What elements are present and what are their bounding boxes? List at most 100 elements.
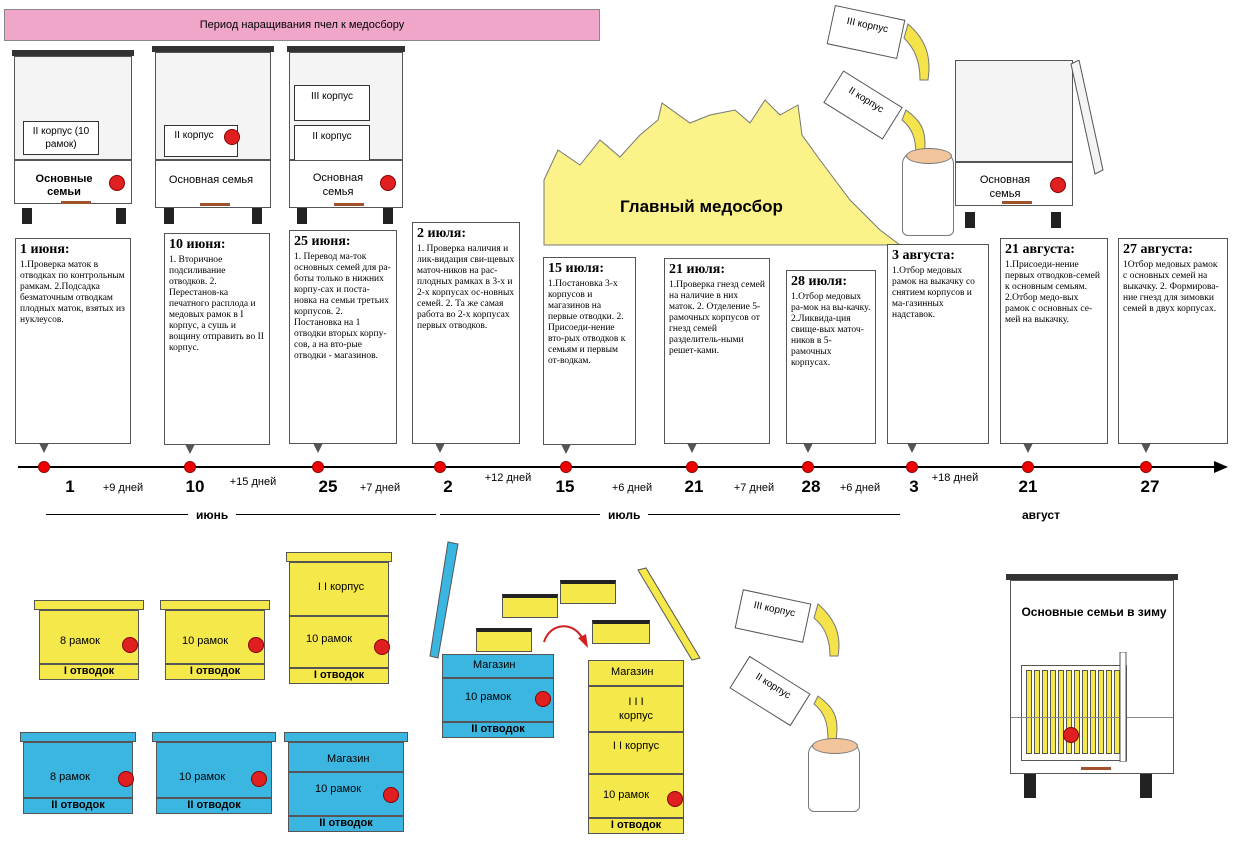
winter-hive: Основные семьи в зиму	[1006, 574, 1178, 800]
card-text: 1.Постановка 3-х корпусов и магазинов на…	[548, 279, 626, 366]
card-text: 1.Присоеди-нение первых отводков-семей к…	[1005, 260, 1100, 325]
card-text: 1.Проверка маток в отводках по контрольн…	[20, 260, 125, 325]
winter-label: Основные семьи в зиму	[1021, 605, 1167, 619]
timeline-day: 15	[555, 477, 575, 496]
frames-label: 10 рамок	[465, 691, 512, 703]
super-1	[502, 594, 558, 618]
month-june: июнь	[188, 508, 237, 522]
timeline-axis	[18, 466, 1218, 468]
hive-4: Основная семья	[955, 60, 1115, 232]
card-date: 21 июля:	[669, 262, 726, 277]
frames-label: 8 рамок	[60, 635, 100, 647]
corps-label: I I корпус	[612, 740, 660, 752]
main-flow-label: Главный медосбор	[620, 197, 783, 216]
timeline-dot	[184, 461, 196, 473]
card-date: 3 августа:	[892, 248, 955, 263]
queen-icon	[224, 129, 240, 145]
card-date: 28 июля:	[791, 274, 848, 289]
timeline-day: 27	[1140, 477, 1160, 496]
timeline-dot	[686, 461, 698, 473]
timeline-dot	[560, 461, 572, 473]
timeline-day: 21	[684, 477, 704, 496]
hive-1-label: Основные семьи	[35, 173, 93, 198]
note-card: 25 июня: 1. Перевод ма-ток основных семей…	[289, 230, 397, 444]
note-card: 3 августа: 1.Отбор медовых рамок на выкач…	[887, 244, 989, 444]
note-card: 27 августа:1Отбор медовых рамок с основн…	[1118, 238, 1228, 444]
timeline-gap: +7 дней	[733, 482, 775, 494]
frames-label: 10 рамок	[603, 789, 650, 801]
open-lid-yellow-icon	[637, 567, 701, 661]
card-date: 21 августа:	[1005, 242, 1075, 257]
month-july: июль	[600, 508, 649, 522]
note-card: 1 июня: 1.Проверка маток в отводках по ко…	[15, 238, 131, 444]
open-lid-icon	[1070, 60, 1104, 175]
card-text: 1Отбор медовых рамок с основных семей на…	[1123, 260, 1219, 314]
yellow-hive-2: 10 рамок I отводок	[160, 600, 270, 680]
card-date: 2 июля:	[417, 226, 467, 241]
diagram-title: Период наращивания пчел к медосбору	[4, 9, 600, 41]
base-label: I отводок	[289, 668, 389, 684]
yellow-hive-3: I I корпус 10 рамок I отводок	[286, 552, 392, 684]
timeline-day: 2	[443, 477, 453, 496]
hive-4-label: Основная семья	[979, 174, 1031, 200]
corps-label: I I I корпус	[618, 696, 653, 722]
hive-3-label: Основная семья	[312, 172, 364, 198]
corps-label: I I корпус	[317, 581, 365, 593]
hive-2-label: Основная семья	[168, 174, 254, 186]
timeline-dot	[1022, 461, 1034, 473]
frames-label: 10 рамок	[306, 633, 353, 645]
honey-jar-top	[902, 152, 954, 236]
tall-stack-hive: Магазин I I I корпус I I корпус 10 рамок…	[588, 660, 686, 834]
timeline-dot	[1140, 461, 1152, 473]
honey-flow-shape	[543, 99, 902, 246]
base-label: II отводок	[156, 798, 272, 814]
note-card: 28 июля: 1.Отбор медовых ра-мок на вы-кач…	[786, 270, 876, 444]
card-date: 25 июня:	[294, 234, 351, 249]
card-text: 1.Отбор медовых рамок на выкачку со снят…	[892, 266, 975, 320]
timeline-gap: +18 дней	[931, 472, 979, 484]
base-label: II отводок	[442, 722, 554, 738]
magazine-label: Магазин	[473, 659, 516, 671]
timeline-dot	[312, 461, 324, 473]
blue-magazine-hive: Магазин 10 рамок II отводок	[442, 654, 556, 738]
timeline-day: 1	[65, 477, 75, 496]
queen-icon	[109, 175, 125, 191]
base-label: II отводок	[288, 816, 404, 832]
base-label: I отводок	[39, 664, 139, 680]
note-card: 2 июля:1. Проверка наличия и лик-видация…	[412, 222, 520, 444]
magazine-label: Магазин	[611, 666, 654, 678]
timeline-gap: +12 дней	[484, 472, 532, 484]
timeline-arrow-icon	[1214, 461, 1228, 473]
hive-1: II корпус (10 рамок) Основные семьи	[12, 50, 134, 225]
hive-3: III корпус II корпус Основная семья	[287, 46, 409, 226]
hive-3-inner: II корпус	[294, 125, 370, 161]
super-3	[476, 628, 532, 652]
timeline-gap: +15 дней	[229, 476, 277, 488]
honey-pour-bottom-icon	[813, 603, 840, 741]
card-text: 1.Отбор медовых ра-мок на вы-качку. 2.Ли…	[791, 292, 871, 368]
note-card: 10 июня:1. Вторичное подсиливание отводк…	[164, 233, 270, 445]
tag-bottom-2: II корпус	[729, 655, 811, 727]
card-date: 1 июня:	[20, 242, 70, 257]
hive-2: II корпус Основная семья	[152, 46, 274, 226]
timeline-gap: +9 дней	[102, 482, 144, 494]
card-date: 10 июня:	[169, 237, 226, 252]
card-text: 1. Перевод ма-ток основных семей для ра-…	[294, 252, 391, 361]
timeline-dot	[434, 461, 446, 473]
base-label: II отводок	[23, 798, 133, 814]
card-text: 1.Проверка гнезд семей на наличие в них …	[669, 280, 765, 356]
queen-icon	[380, 175, 396, 191]
timeline-day: 21	[1018, 477, 1038, 496]
note-card: 15 июля: 1.Постановка 3-х корпусов и мага…	[543, 257, 636, 445]
timeline-day: 10	[185, 477, 205, 496]
timeline-dot	[38, 461, 50, 473]
hive-1-inner: II корпус (10 рамок)	[23, 121, 99, 155]
hive-3-inner-top: III корпус	[294, 85, 370, 121]
card-date: 15 июля:	[548, 261, 605, 276]
frames-label: 10 рамок	[182, 635, 229, 647]
timeline-day: 28	[801, 477, 821, 496]
base-label: I отводок	[588, 818, 684, 834]
super-4	[592, 620, 650, 644]
timeline-gap: +6 дней	[839, 482, 881, 494]
frames-label: 8 рамок	[50, 771, 90, 783]
